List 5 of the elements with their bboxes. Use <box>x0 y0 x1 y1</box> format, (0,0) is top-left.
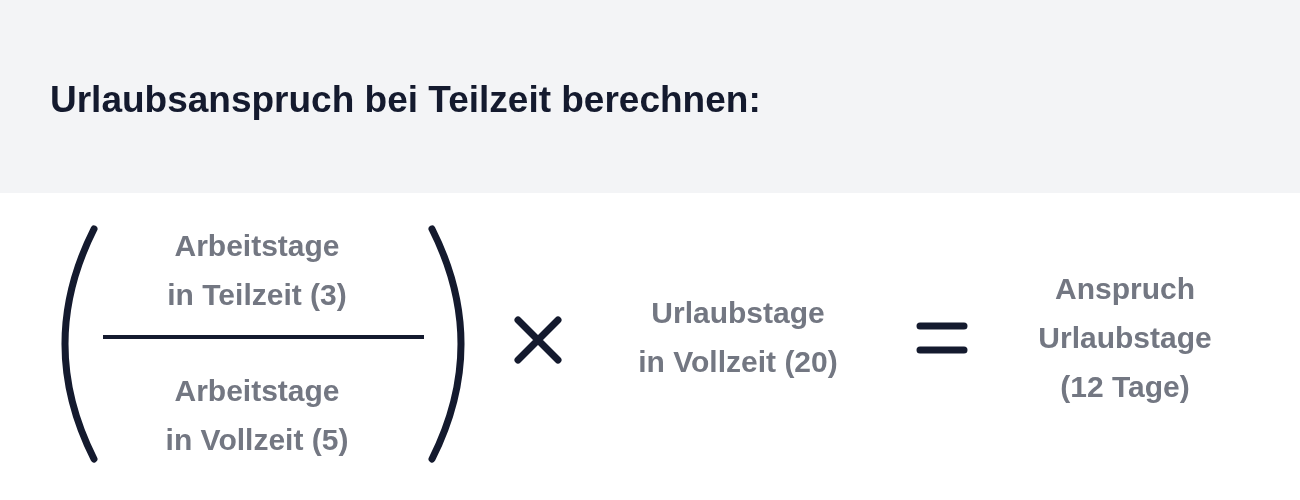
denominator-text: Arbeitstage in Vollzeit (5) <box>165 373 349 458</box>
result-text: Anspruch Urlaubstage (12 Tage) <box>1038 270 1212 405</box>
multiplier-text: Urlaubstage in Vollzeit (20) <box>638 295 838 380</box>
title: Urlaubsanspruch bei Teilzeit berechnen: <box>50 79 761 121</box>
numerator-text: Arbeitstage in Teilzeit (3) <box>167 228 347 313</box>
